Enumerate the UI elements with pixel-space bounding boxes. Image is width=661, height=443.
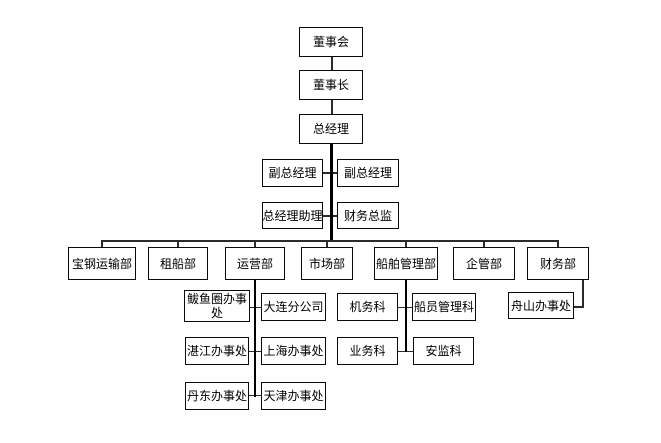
node-office-bayuquan: 鲅鱼圈办事处 xyxy=(184,290,250,322)
node-dept-finance: 财务部 xyxy=(527,247,589,280)
node-office-zhanjiang: 湛江办事处 xyxy=(185,337,249,365)
connector-finance-elbow-vertical xyxy=(582,280,584,308)
stub-office-tianjin xyxy=(256,394,261,396)
node-office-shanghai: 上海办事处 xyxy=(261,337,326,365)
stub-section-engineering xyxy=(398,306,405,308)
node-gm-assistant: 总经理助理 xyxy=(262,202,323,229)
stub-office-dandong xyxy=(249,394,254,396)
node-finance-director: 财务总监 xyxy=(337,202,399,229)
stub-office-bayuquan xyxy=(250,306,254,308)
node-dept-baosteel-transport: 宝钢运输部 xyxy=(68,247,136,280)
tick-dept-enterprise-management xyxy=(483,240,485,248)
node-deputy-gm-left: 副总经理 xyxy=(262,159,323,187)
connector-deputy-gm-left-stub xyxy=(323,172,330,174)
node-deputy-gm-right: 副总经理 xyxy=(337,159,399,187)
node-chairman: 董事长 xyxy=(299,70,363,100)
node-section-engineering: 机务科 xyxy=(337,293,398,321)
connector-deputy-gm-right-stub xyxy=(332,172,337,174)
node-section-crew-management: 船员管理科 xyxy=(412,293,476,321)
connector-chairman-gm xyxy=(331,100,333,114)
node-dept-ship-management: 船舶管理部 xyxy=(374,247,438,280)
node-dept-enterprise-management: 企管部 xyxy=(453,247,515,280)
node-branch-dalian: 大连分公司 xyxy=(261,293,326,321)
node-dept-chartering: 租船部 xyxy=(148,247,208,280)
node-office-dandong: 丹东办事处 xyxy=(185,382,249,410)
tick-dept-finance xyxy=(557,240,559,248)
stub-section-crew-management xyxy=(407,306,412,308)
node-board: 董事会 xyxy=(299,27,363,57)
tick-dept-marketing xyxy=(326,240,328,248)
node-dept-operations: 运营部 xyxy=(225,247,285,280)
tick-dept-chartering xyxy=(177,240,179,248)
stub-section-safety-supervision xyxy=(407,350,413,352)
node-section-safety-supervision: 安监科 xyxy=(413,337,474,365)
stub-section-business xyxy=(398,350,405,352)
connector-gm-assistant-stub xyxy=(323,215,330,217)
tick-dept-ship-management xyxy=(405,240,407,248)
stub-office-zhanjiang xyxy=(249,350,254,352)
connector-operations-spine xyxy=(254,280,256,397)
connector-ship-management-spine xyxy=(405,280,407,352)
tick-dept-operations xyxy=(254,240,256,248)
node-general-manager: 总经理 xyxy=(299,114,363,144)
node-section-business: 业务科 xyxy=(337,337,398,365)
connector-gm-main-spine xyxy=(330,144,333,242)
tick-dept-baosteel-transport xyxy=(101,240,103,248)
node-dept-marketing: 市场部 xyxy=(301,247,353,280)
stub-office-shanghai xyxy=(256,350,261,352)
connector-departments-rail xyxy=(101,240,558,242)
node-office-tianjin: 天津办事处 xyxy=(261,382,326,410)
connector-finance-director-stub xyxy=(332,215,337,217)
node-office-zhoushan: 舟山办事处 xyxy=(508,292,574,319)
connector-board-chairman xyxy=(331,57,333,70)
stub-branch-dalian xyxy=(256,306,261,308)
connector-finance-elbow-horizontal xyxy=(574,306,584,308)
